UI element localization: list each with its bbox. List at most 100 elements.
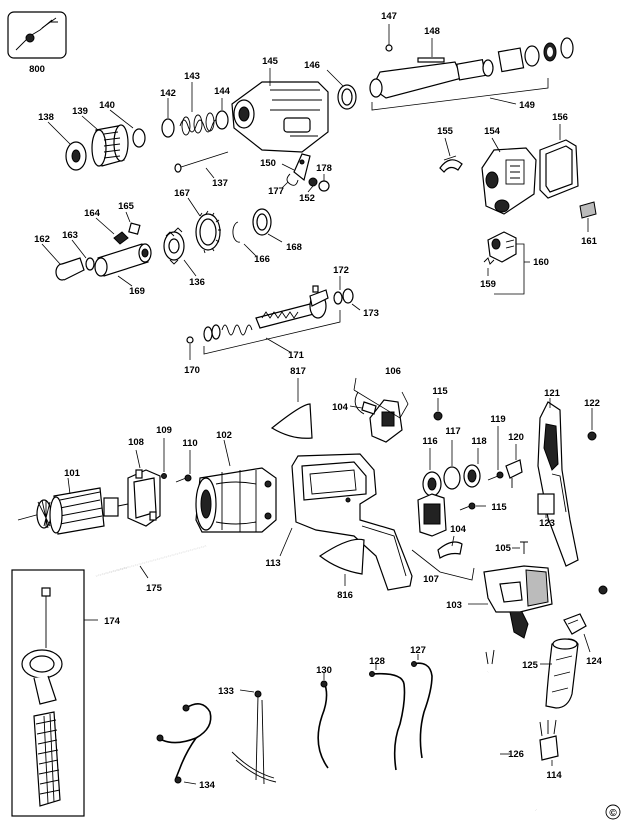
part-106-brush-holder[interactable] [354,391,403,443]
part-167-gear[interactable] [195,210,221,254]
part-103-switch-unit[interactable] [483,565,553,639]
part-label: 800 [29,64,45,75]
part-label: 115 [491,502,507,513]
part-label: 146 [304,60,320,71]
part-label: 167 [174,188,190,199]
part-800-accessory-icon[interactable] [7,11,67,59]
part-116-bearing[interactable] [422,471,442,497]
part-155-clip[interactable] [439,155,463,173]
part-144-washer[interactable] [215,110,229,130]
part-139-chuck-sleeve[interactable] [91,124,129,167]
part-137-rod[interactable] [174,151,229,173]
part-122-screw[interactable] [587,431,597,441]
part-143-spring[interactable] [179,112,221,136]
part-117-washer[interactable] [443,466,461,490]
part-label: 177 [268,186,284,197]
part-124-clamp[interactable] [563,613,587,635]
part-102-field-stator[interactable] [195,467,277,533]
part-109-pin[interactable] [161,473,167,479]
part-178-disc[interactable] [318,180,330,192]
part-174-side-handle[interactable] [21,587,63,807]
part-148-pin[interactable] [417,57,445,63]
part-146-ring[interactable] [337,84,357,110]
part-165-nut[interactable] [128,222,141,235]
part-162-bit-tip[interactable] [55,257,85,281]
part-147-ball[interactable] [385,44,393,52]
part-101-armature[interactable] [17,487,129,535]
part-175-depth-rod[interactable] [95,545,207,577]
part-label: 173 [363,308,379,319]
part-115-screw-b[interactable] [459,502,476,511]
part-label: 122 [584,398,600,409]
part-150-lever[interactable] [293,153,311,182]
part-114-capacitor[interactable] [539,719,559,761]
part-142-washer[interactable] [161,118,175,138]
part-label: 170 [184,365,200,376]
part-127-wire[interactable] [411,661,433,759]
part-154-switch-housing[interactable] [481,147,537,215]
part-screw-right[interactable] [598,585,608,595]
part-172-washers[interactable] [333,288,354,305]
part-121-handle-half[interactable] [537,401,579,567]
part-169-tool-holder[interactable] [94,243,152,277]
part-168-ring[interactable] [252,208,272,236]
part-163-ring[interactable] [85,257,95,271]
part-label: 114 [546,770,562,781]
part-104-brush-cap[interactable] [437,541,463,559]
part-133-brush-wire[interactable] [231,690,277,785]
part-134-wire-harness[interactable] [156,703,212,784]
part-110-screw[interactable] [175,474,192,483]
part-label: 121 [544,388,561,399]
part-136-clutch[interactable] [163,227,185,265]
part-118-bearing[interactable] [463,464,481,488]
part-label: 115 [432,386,448,397]
part-816-cover-plate[interactable] [318,538,365,575]
part-164-plug[interactable] [113,231,129,245]
part-138-collar[interactable] [65,141,87,171]
part-171-intermediate-shaft[interactable] [203,285,329,342]
part-label: 159 [480,279,496,290]
copyright-mark: © [605,804,621,820]
part-149-spindle-assembly[interactable] [369,37,574,99]
part-130-wire[interactable] [317,680,329,769]
part-label: 152 [299,193,315,204]
part-label: 104 [450,524,467,535]
part-140-ring[interactable] [132,128,146,148]
part-105-screw[interactable] [520,541,528,554]
part-label: 127 [410,645,426,656]
part-125-cable-sleeve[interactable] [545,638,579,709]
part-label: 142 [160,88,176,99]
part-label: 147 [381,11,397,22]
part-156-gasket[interactable] [539,139,579,199]
part-label: 102 [216,430,232,441]
part-113-motor-housing[interactable] [291,453,413,591]
part-label: 149 [519,100,535,111]
part-145-gear-housing[interactable] [231,81,329,153]
part-817-cover-plate[interactable] [270,403,313,439]
part-115-screw-a[interactable] [433,411,443,421]
part-161-pad[interactable] [579,201,597,219]
part-label: 137 [212,178,228,189]
part-160-switch[interactable] [487,231,517,263]
part-label: 140 [99,100,115,111]
part-label: 154 [484,126,501,137]
part-label: 118 [471,436,486,447]
part-126-power-cable[interactable] [482,649,537,812]
part-label: 168 [286,242,302,253]
part-170-screw[interactable] [186,336,194,344]
part-label: 144 [214,86,231,97]
part-label: 103 [446,600,462,611]
part-159-spring[interactable] [483,257,495,265]
part-123-block[interactable] [537,493,555,515]
part-label: 171 [288,350,305,361]
part-119-screw[interactable] [487,471,504,481]
part-128-wire[interactable] [369,671,406,771]
part-166-circlip[interactable] [232,221,241,243]
part-152-nut[interactable] [308,177,318,187]
part-108-fan-baffle[interactable] [127,469,161,527]
part-177-clip[interactable] [286,173,299,186]
part-120-bracket[interactable] [505,459,523,488]
part-label: 136 [189,277,205,288]
part-107-switch-plate[interactable] [417,493,447,537]
